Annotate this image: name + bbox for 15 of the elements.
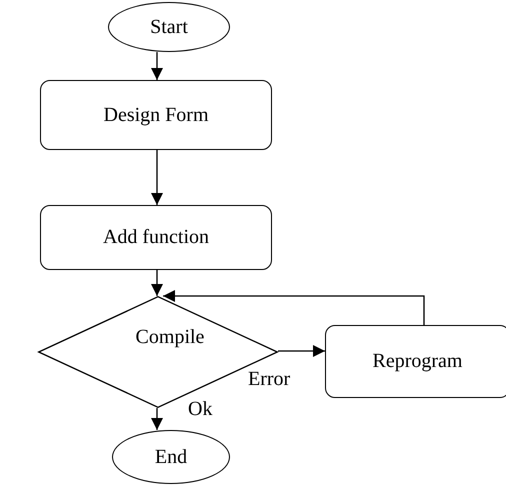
node-text: Compile [136,326,204,348]
node-text: Reprogram [372,350,462,373]
process-box [40,205,272,270]
arrow [163,290,425,325]
arrow [151,270,163,296]
process-box [325,325,506,398]
node-text: Design Form [104,104,208,126]
arrow [278,345,325,357]
node-text: Start [150,16,188,38]
arrow [151,408,163,430]
node-text: Add function [102,226,210,249]
node-text: End [154,446,188,468]
arrow [151,52,163,80]
arrow [151,150,163,205]
process-box [40,80,272,150]
